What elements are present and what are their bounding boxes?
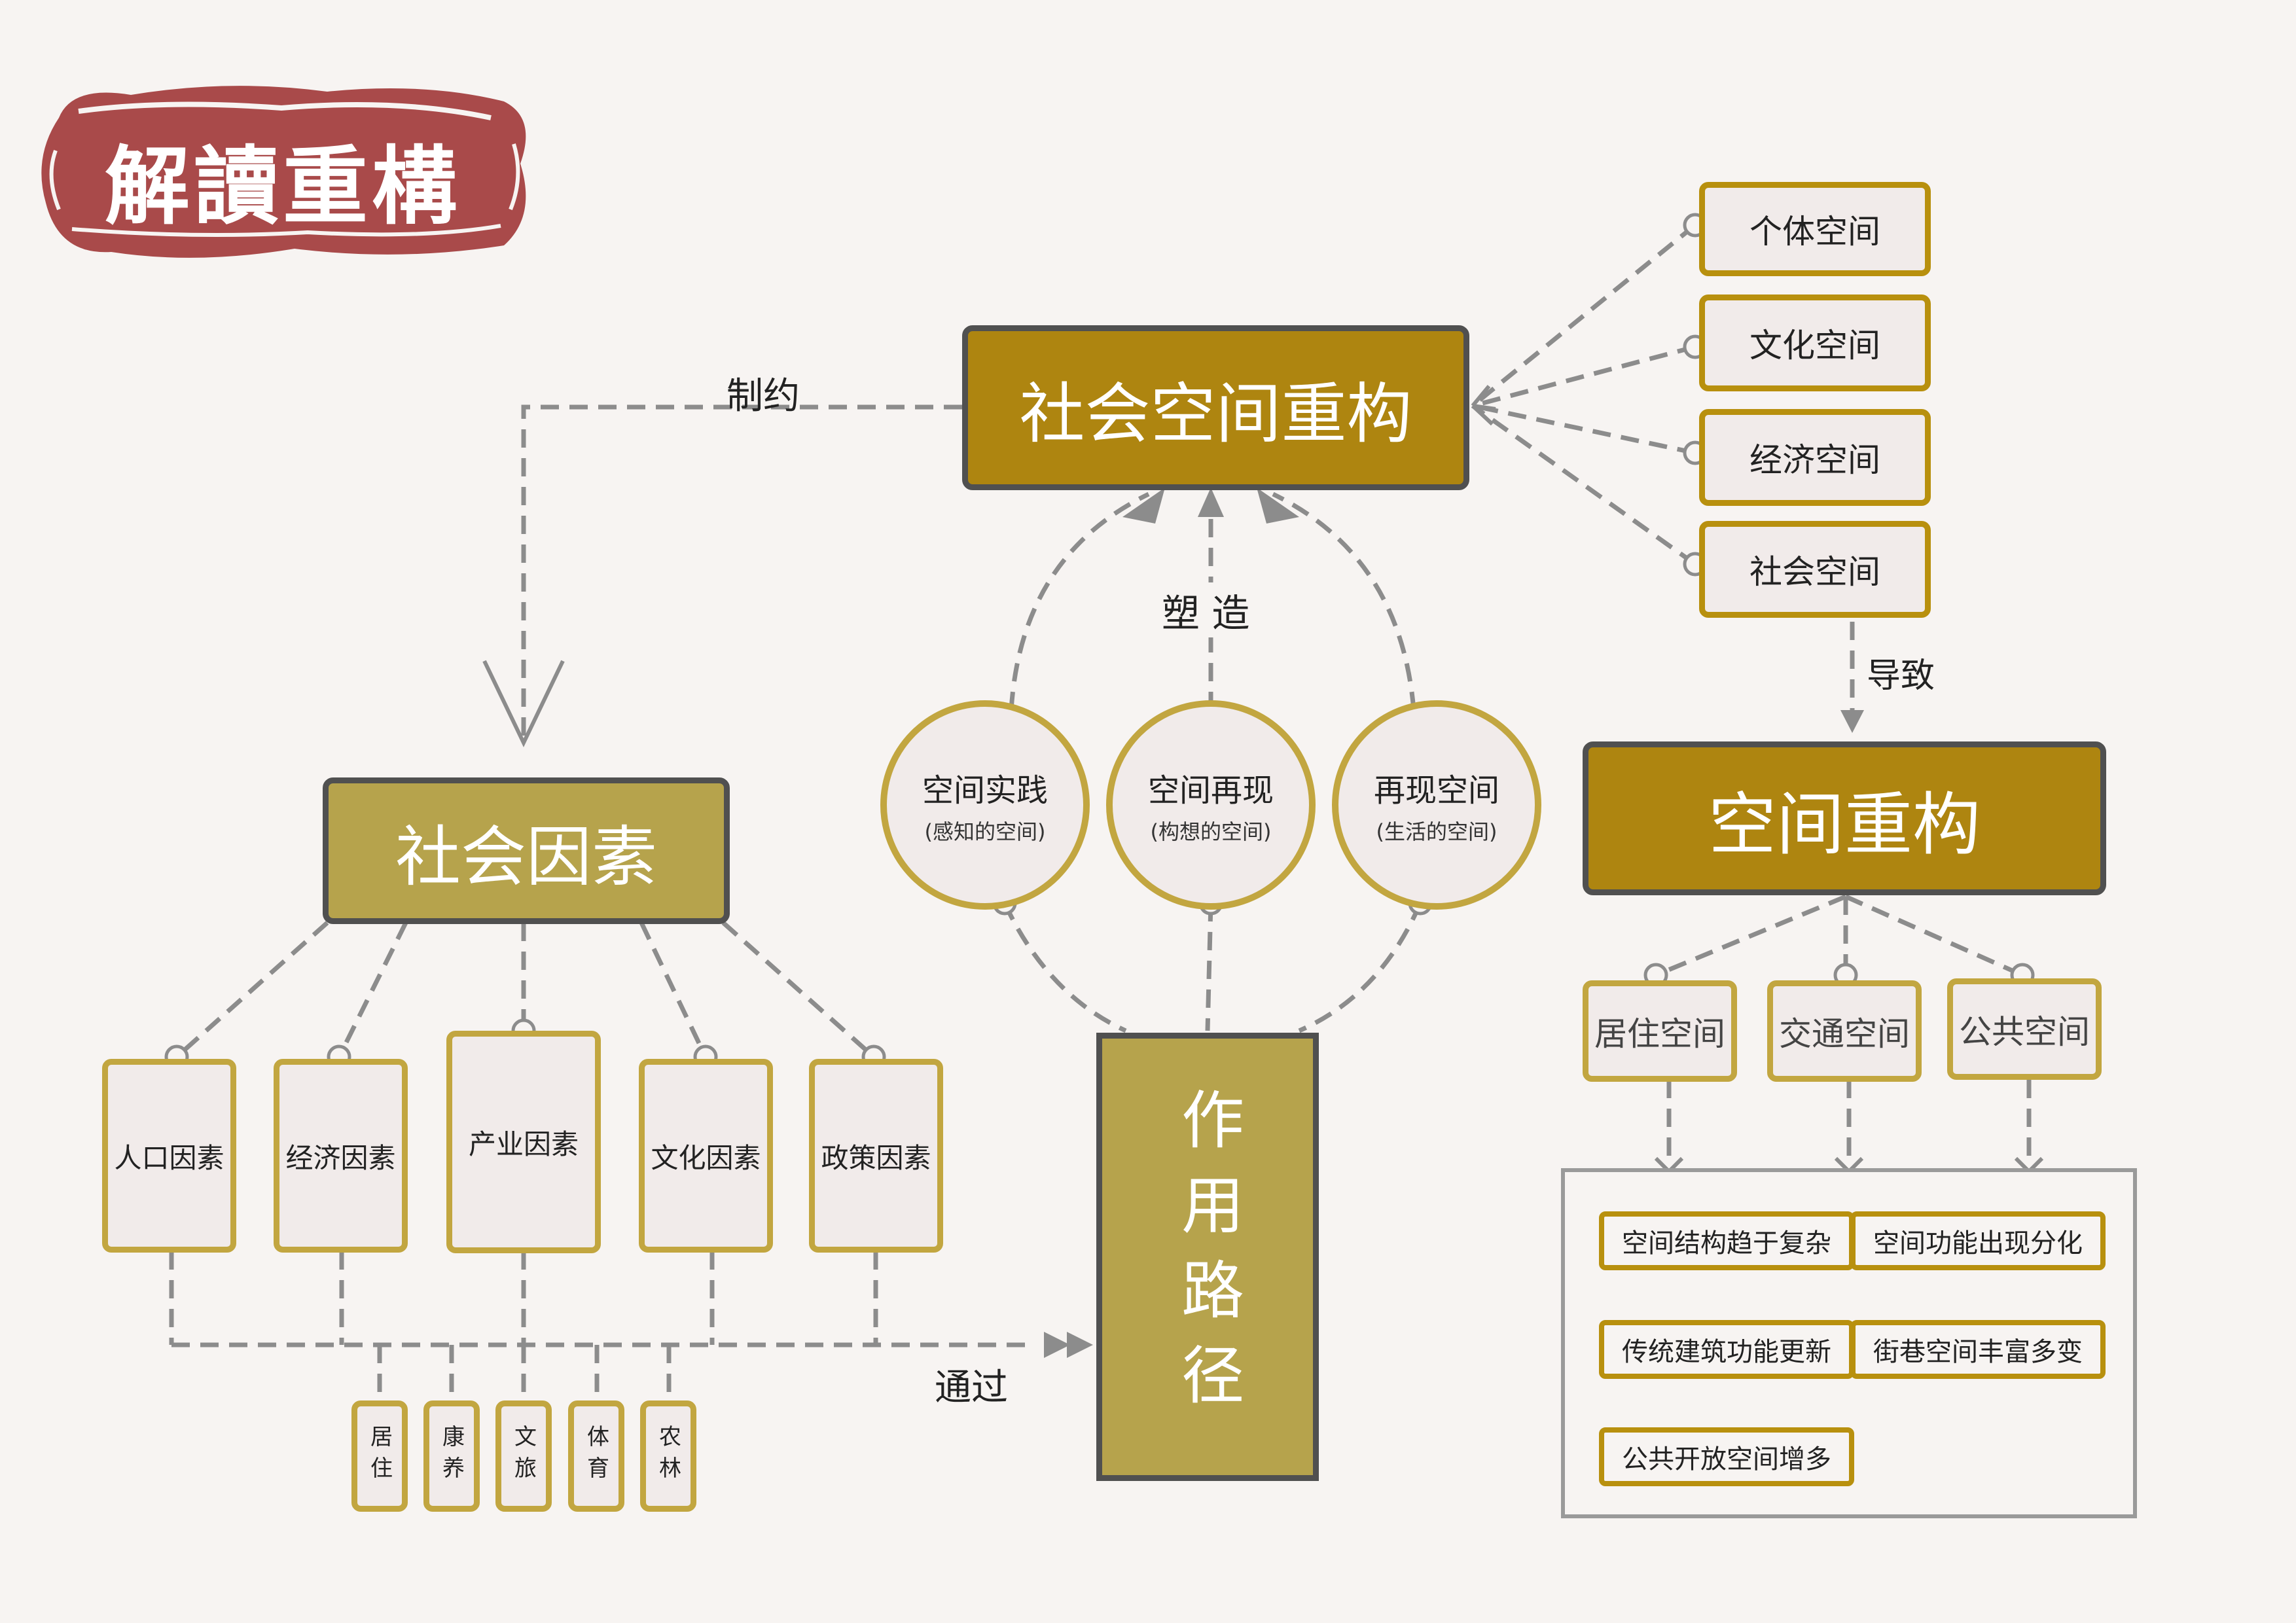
- circle-title: 再现空间: [1373, 772, 1499, 809]
- via-label: 通过: [935, 1366, 1008, 1409]
- circle-representational-space: 再现空间 (生活的空间): [1332, 700, 1541, 910]
- space-label: 社会空间: [1749, 553, 1880, 591]
- space-box-economy: 经济空间: [1699, 409, 1931, 506]
- sub-space-label: 居住空间: [1594, 1014, 1725, 1053]
- factor-economy: 经济因素: [274, 1059, 408, 1253]
- space-label: 经济空间: [1749, 441, 1880, 479]
- circle-subtitle: (生活的空间): [1376, 819, 1498, 844]
- industry-wellness: 康养: [423, 1400, 480, 1512]
- space-reconstruction-box: 空间重构: [1583, 741, 2106, 895]
- industry-sports: 体育: [568, 1400, 624, 1512]
- industry-label: 体育: [583, 1425, 609, 1488]
- circle-representation-of-space: 空间再现 (构想的空间): [1106, 700, 1316, 910]
- shape-label: 塑 造: [1162, 582, 1250, 637]
- circle-title: 空间实践: [922, 772, 1048, 809]
- circle-spatial-practice: 空间实践 (感知的空间): [880, 700, 1090, 910]
- factor-label: 文化因素: [651, 1141, 761, 1174]
- industry-residential: 居住: [351, 1400, 408, 1512]
- title-stamp: 解讀重構: [33, 72, 537, 268]
- factor-label: 产业因素: [468, 1128, 579, 1160]
- outcome-item: 传统建筑功能更新: [1599, 1320, 1854, 1379]
- circle-subtitle: (感知的空间): [924, 819, 1046, 844]
- outcomes-panel: 空间结构趋于复杂 空间功能出现分化 传统建筑功能更新 街巷空间丰富多变 公共开放…: [1561, 1168, 2137, 1518]
- factor-culture: 文化因素: [639, 1059, 773, 1253]
- outcome-item: 公共开放空间增多: [1599, 1427, 1854, 1486]
- lead-label: 导致: [1867, 656, 1935, 696]
- factor-label: 人口因素: [114, 1141, 224, 1174]
- sub-space-label: 交通空间: [1779, 1014, 1910, 1053]
- space-label: 文化空间: [1749, 327, 1880, 365]
- ink-stamp-shape: [41, 86, 526, 258]
- social-space-reconstruction-box: 社会空间重构: [962, 325, 1469, 490]
- space-box-culture: 文化空间: [1699, 294, 1931, 391]
- action-path-label: 作用路径: [1170, 1086, 1244, 1427]
- industry-agriculture-forestry: 农林: [640, 1400, 696, 1512]
- outcome-item: 空间结构趋于复杂: [1599, 1211, 1854, 1270]
- space-label: 个体空间: [1749, 213, 1880, 251]
- industry-label: 文旅: [510, 1425, 537, 1488]
- space-box-society: 社会空间: [1699, 521, 1931, 618]
- sub-space-residential: 居住空间: [1583, 980, 1737, 1082]
- outcome-item: 街巷空间丰富多变: [1850, 1320, 2106, 1379]
- factor-population: 人口因素: [102, 1059, 236, 1253]
- factor-label: 政策因素: [821, 1141, 931, 1174]
- factor-industry: 产业因素: [446, 1031, 601, 1253]
- action-path-box: 作用路径: [1096, 1033, 1319, 1481]
- constrain-label: 制约: [726, 375, 800, 418]
- social-factors-label: 社会因素: [395, 818, 657, 895]
- factor-policy: 政策因素: [809, 1059, 943, 1253]
- circle-subtitle: (构想的空间): [1150, 819, 1272, 844]
- social-space-reconstruction-label: 社会空间重构: [1019, 375, 1412, 452]
- outcome-item: 空间功能出现分化: [1850, 1211, 2106, 1270]
- industry-label: 康养: [438, 1425, 465, 1488]
- space-reconstruction-label: 空间重构: [1708, 785, 1981, 865]
- factor-label: 经济因素: [285, 1141, 396, 1174]
- industry-label: 居住: [366, 1425, 393, 1488]
- sub-space-public: 公共空间: [1947, 978, 2102, 1080]
- page-title: 解讀重構: [105, 137, 461, 236]
- circle-title: 空间再现: [1147, 772, 1274, 809]
- sub-space-label: 公共空间: [1959, 1012, 2090, 1051]
- social-factors-box: 社会因素: [323, 777, 730, 924]
- space-box-individual: 个体空间: [1699, 182, 1931, 276]
- sub-space-traffic: 交通空间: [1767, 980, 1922, 1082]
- industry-culture-tourism: 文旅: [495, 1400, 552, 1512]
- industry-label: 农林: [655, 1425, 681, 1488]
